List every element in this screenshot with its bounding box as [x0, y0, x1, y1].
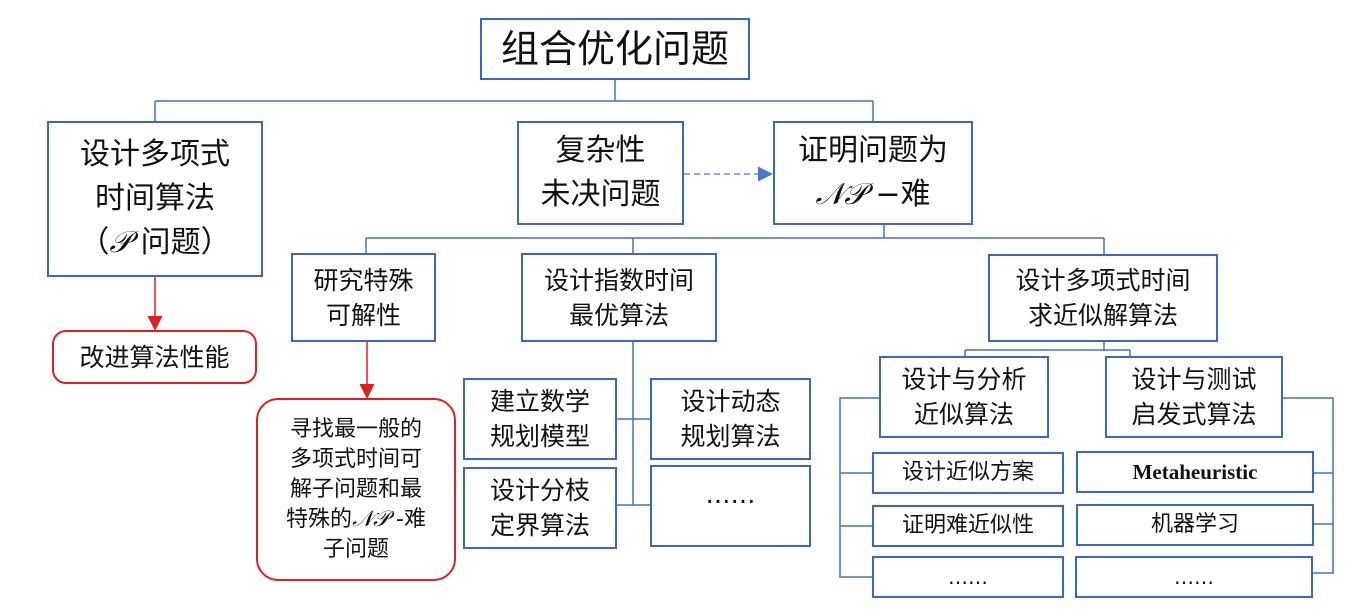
exact-more-label: ……	[705, 480, 756, 509]
metaheuristic-item: Metaheuristic	[1076, 451, 1314, 493]
p-problem-node: 设计多项式 时间算法 （𝒫 问题）	[47, 121, 263, 277]
open-line-2: 未决问题	[540, 177, 661, 212]
p-line-3: （𝒫 问题）	[79, 221, 230, 265]
approx-item-label: ……	[948, 565, 988, 589]
approx-node: 设计多项式时间 求近似解算法	[988, 254, 1218, 342]
open-line-1: 复杂性	[555, 133, 646, 168]
exact-line-1: 设计指数时间	[543, 265, 694, 295]
aa-line-1: 设计与分析	[901, 365, 1027, 394]
open-problem-node: 复杂性 未决问题	[517, 121, 684, 225]
inapprox-item: 证明难近似性	[872, 505, 1064, 547]
root-node: 组合优化问题	[480, 18, 750, 80]
p-line-2: 时间算法	[95, 181, 215, 216]
heuristic-item-label: Metaheuristic	[1132, 459, 1258, 484]
approx-line-2: 求近似解算法	[1027, 301, 1178, 330]
p-math: 𝒫	[109, 225, 132, 260]
h-line-1: 设计与测试	[1131, 365, 1257, 394]
bb-line-2: 定界算法	[489, 511, 590, 540]
approx-item-label: 设计近似方案	[901, 460, 1034, 485]
np-line-2: 𝒩𝒫 −难	[815, 173, 930, 217]
sr-math: 𝒩𝒫	[352, 506, 390, 532]
aa-line-2: 近似算法	[913, 400, 1014, 429]
p-suffix: 问题	[140, 225, 201, 260]
heuristic-more-item: ……	[1075, 556, 1313, 598]
close-paren: ）	[200, 225, 231, 260]
exact-node: 设计指数时间 最优算法	[521, 253, 717, 342]
special-result-node: 寻找最一般的 多项式时间可 解子问题和最 特殊的𝒩𝒫 -难 子问题	[256, 398, 456, 581]
np-hard-node: 证明问题为 𝒩𝒫 −难	[773, 121, 973, 225]
bb-line-1: 设计分枝	[489, 476, 590, 505]
heuristic-node: 设计与测试 启发式算法	[1105, 356, 1283, 438]
h-line-2: 启发式算法	[1131, 400, 1257, 429]
approx-alg-node: 设计与分析 近似算法	[879, 356, 1049, 438]
exact-line-2: 最优算法	[568, 300, 669, 330]
branch-bound-node: 设计分枝 定界算法	[463, 467, 617, 549]
special-node: 研究特殊 可解性	[291, 253, 436, 342]
approx-item-label: 证明难近似性	[901, 513, 1034, 538]
exact-more-node: ……	[650, 465, 811, 547]
sr-line-5: 子问题	[322, 536, 389, 562]
math-programming-node: 建立数学 规划模型	[463, 378, 617, 460]
special-line-2: 可解性	[325, 300, 401, 330]
approx-scheme-item: 设计近似方案	[872, 452, 1064, 494]
p-line-1: 设计多项式	[80, 137, 230, 172]
dynamic-programming-node: 设计动态 规划算法	[650, 378, 811, 460]
approx-more-item: ……	[872, 556, 1064, 598]
dp-line-2: 规划算法	[680, 422, 781, 451]
mp-line-1: 建立数学	[489, 387, 590, 416]
ml-item: 机器学习	[1076, 504, 1314, 546]
sr-line-3: 解子问题和最	[289, 476, 422, 502]
root-label: 组合优化问题	[500, 27, 729, 71]
dp-line-1: 设计动态	[680, 387, 781, 416]
sr-line-2: 多项式时间可	[289, 446, 422, 472]
sr-line-4: 特殊的𝒩𝒫 -难	[286, 505, 426, 535]
np-suffix: −难	[865, 177, 931, 212]
approx-line-1: 设计多项式时间	[1015, 266, 1191, 295]
np-math: 𝒩𝒫	[815, 177, 866, 212]
sr-suffix: -难	[389, 506, 426, 532]
sr-line-1: 寻找最一般的	[289, 416, 422, 442]
improve-node: 改进算法性能	[52, 330, 257, 384]
special-line-1: 研究特殊	[313, 265, 414, 295]
open-paren: （	[79, 225, 110, 260]
improve-label: 改进算法性能	[79, 342, 230, 372]
heuristic-item-label: ……	[1174, 565, 1214, 589]
np-line-1: 证明问题为	[798, 133, 948, 168]
sr-prefix: 特殊的	[286, 506, 353, 532]
heuristic-item-label: 机器学习	[1150, 512, 1239, 537]
mp-line-2: 规划模型	[489, 422, 590, 451]
